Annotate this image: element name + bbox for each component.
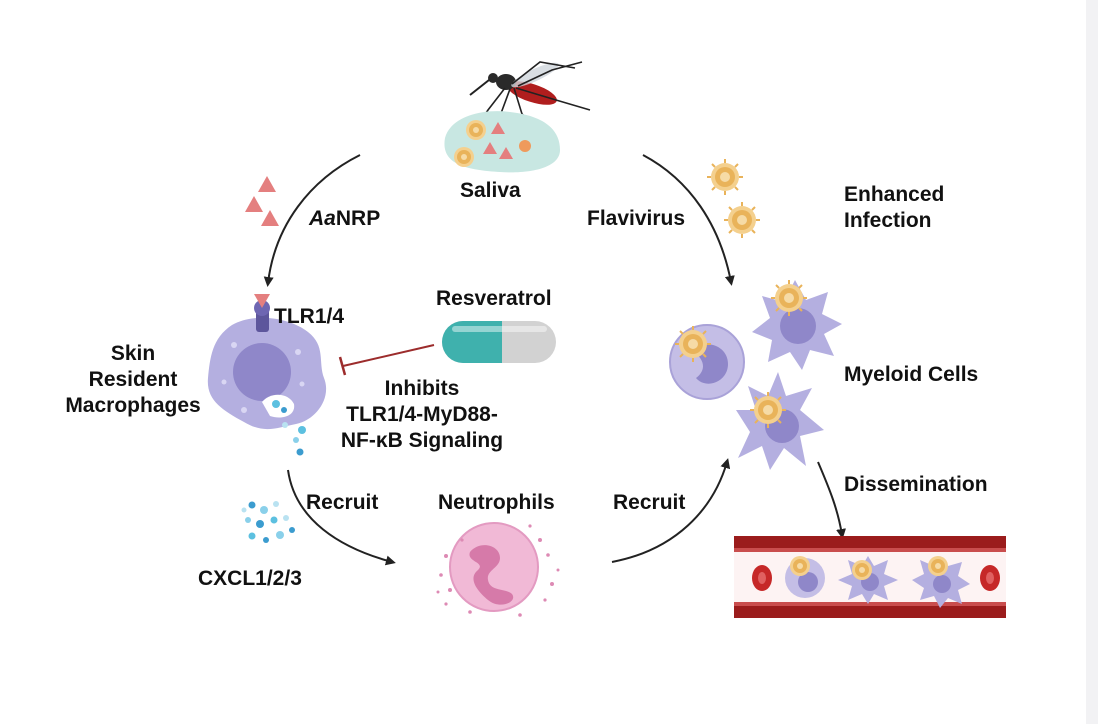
inhibits-label: Inhibits TLR1/4-MyD88- NF-κB Signaling: [322, 376, 522, 454]
resveratrol-pill-icon: [442, 321, 556, 363]
saliva-droplet: [444, 111, 560, 173]
macrophage-label: Skin Resident Macrophages: [48, 341, 218, 419]
inhibits-line-2: TLR1/4-MyD88-: [346, 403, 498, 426]
mosquito-icon: [469, 61, 591, 129]
recruit-right-label: Recruit: [613, 491, 686, 514]
tlr-receptor-icon: [254, 294, 270, 332]
flavivirus-icon: [706, 158, 761, 239]
neutrophil-cell: [436, 522, 560, 617]
aanrp-label-italic: Aa: [309, 207, 336, 230]
chemokine-dots: [282, 422, 306, 456]
recruit-left-label: Recruit: [306, 491, 379, 514]
neutrophils-label: Neutrophils: [438, 491, 555, 514]
macrophage-cell: [207, 317, 327, 430]
macrophage-label-line-1: Skin: [110, 342, 156, 365]
inhibits-line-1: Inhibits: [384, 377, 460, 400]
cycle-arrows: [263, 154, 846, 566]
flavivirus-label: Flavivirus: [587, 207, 686, 230]
macrophage-label-line-2: Resident: [88, 368, 178, 391]
inhibition-line: [338, 344, 435, 376]
enhanced-infection-label: Enhanced Infection: [844, 182, 944, 234]
enhanced-line-1: Enhanced: [844, 183, 945, 206]
myeloid-cell-dendritic-top: [752, 279, 842, 370]
right-scrollbar-track[interactable]: [1086, 0, 1098, 724]
cxcl-chemokine-icon: [241, 501, 295, 543]
tlr-label: TLR1/4: [274, 305, 345, 328]
myeloid-cell-monocyte: [669, 324, 745, 400]
resveratrol-label: Resveratrol: [436, 287, 552, 310]
aanrp-label-rest: NRP: [335, 207, 381, 230]
saliva-label: Saliva: [460, 179, 521, 202]
inhibits-line-3: NF-κB Signaling: [340, 429, 504, 452]
aanrp-label: AaNRP: [309, 206, 380, 232]
macrophage-label-line-3: Macrophages: [65, 394, 201, 417]
dissemination-label: Dissemination: [844, 473, 988, 496]
cxcl-label: CXCL1/2/3: [198, 567, 302, 590]
aanrp-protein-icon: [245, 176, 279, 226]
myeloid-cell-dendritic-bottom: [736, 372, 824, 470]
enhanced-line-2: Infection: [844, 209, 932, 232]
myeloid-cells-label: Myeloid Cells: [844, 363, 979, 386]
blood-vessel: [734, 536, 1006, 618]
